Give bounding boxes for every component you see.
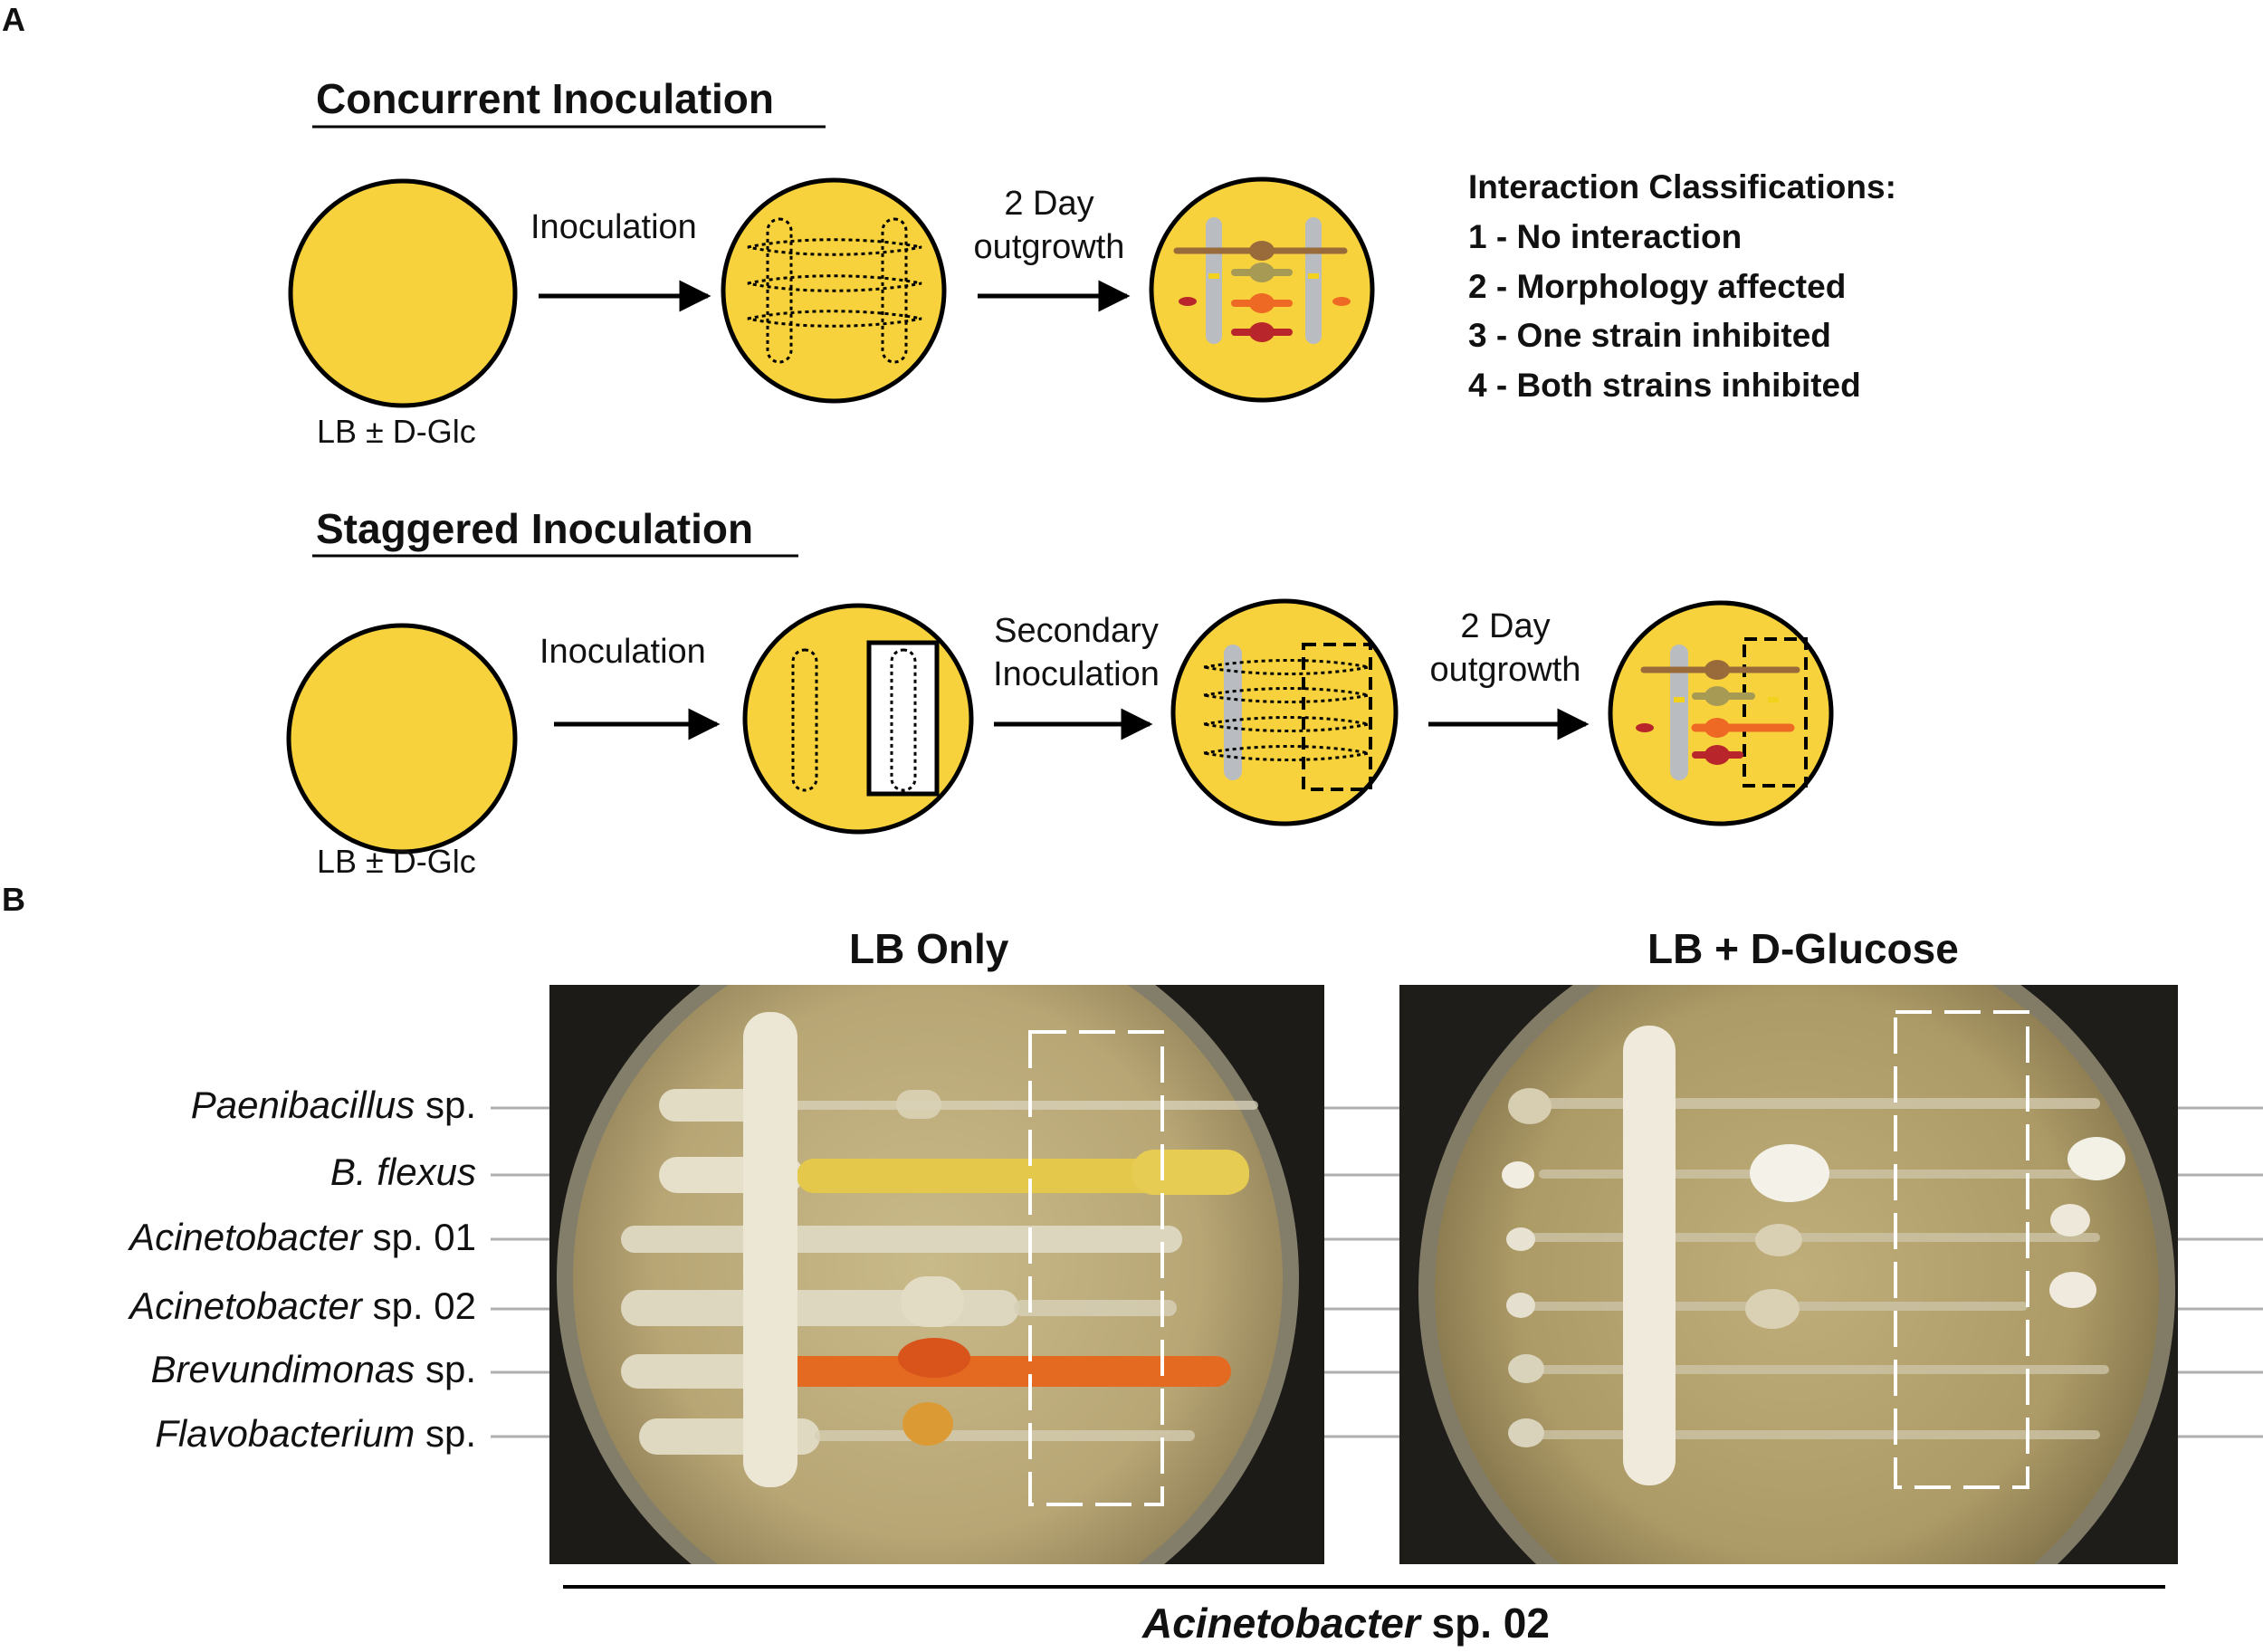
- panel-a-schematic: [286, 125, 1834, 855]
- species-suffix: sp. 02: [361, 1284, 476, 1327]
- concurrent-step-outgrowth-line1: 2 Day: [1004, 185, 1094, 223]
- staggered-step-secondary: Secondary Inoculation: [981, 610, 1171, 696]
- species-name: Acinetobacter: [129, 1216, 362, 1258]
- staggered-step-secondary-line1: Secondary: [994, 612, 1159, 650]
- legend-item-4: 4 - Both strains inhibited: [1468, 367, 1861, 404]
- species-suffix: sp.: [415, 1084, 476, 1126]
- species-guide-lines: [491, 1106, 2263, 1438]
- lb-glucose-title-d: D: [1750, 925, 1781, 972]
- species-suffix: sp.: [415, 1348, 476, 1390]
- staggered-media-label: LB ± D-Glc: [317, 843, 476, 880]
- plate-outgrowth-staggered: [1608, 600, 1834, 826]
- species-suffix: sp.: [415, 1412, 476, 1455]
- dashed-box-lb-only: [1028, 1030, 1164, 1506]
- photo-lb-glucose: [1399, 985, 2178, 1564]
- plate-secondary-staggered: [1170, 598, 1399, 826]
- species-label-b-flexus: B. flexus: [330, 1153, 476, 1191]
- legend-item-1: 1 - No interaction: [1468, 217, 1743, 255]
- staggered-step-secondary-line2: Inoculation: [993, 654, 1160, 693]
- concurrent-media-label: LB ± D-Glc: [317, 413, 476, 450]
- lb-glucose-title-suffix: -Glucose: [1780, 925, 1959, 972]
- species-name: Brevundimonas: [150, 1348, 415, 1390]
- footer-label: Acinetobacter sp. 02: [1142, 1602, 1550, 1644]
- dashed-box-lb-glucose: [1894, 1010, 2029, 1489]
- photo-lb-only: [549, 985, 1324, 1564]
- lb-glucose-title-prefix: LB +: [1647, 925, 1751, 972]
- species-label-paenibacillus: Paenibacillus sp.: [191, 1086, 476, 1124]
- legend-item-2: 2 - Morphology affected: [1468, 267, 1847, 305]
- concurrent-step-outgrowth-line2: outgrowth: [973, 227, 1125, 266]
- species-name: Acinetobacter: [129, 1284, 362, 1327]
- plate-empty-staggered: [286, 623, 518, 855]
- staggered-step-outgrowth-line2: outgrowth: [1429, 650, 1581, 689]
- staggered-step-inoculation: Inoculation: [539, 633, 706, 671]
- plate-outgrowth-concurrent: [1149, 177, 1375, 403]
- lb-glucose-title: LB + D-Glucose: [1647, 928, 1959, 969]
- interaction-legend: Interaction Classifications: 1 - No inte…: [1468, 163, 1896, 411]
- species-label-flavobacterium: Flavobacterium sp.: [155, 1415, 476, 1453]
- species-label-brevundimonas: Brevundimonas sp.: [150, 1351, 476, 1389]
- species-label-acinetobacter-01: Acinetobacter sp. 01: [129, 1218, 476, 1256]
- concurrent-step-inoculation: Inoculation: [530, 208, 697, 246]
- legend-item-3: 3 - One strain inhibited: [1468, 317, 1831, 355]
- plate-inoculated-staggered: [742, 603, 974, 835]
- footer-suffix: sp. 02: [1419, 1599, 1550, 1647]
- footer-name: Acinetobacter: [1142, 1599, 1420, 1647]
- species-name: Flavobacterium: [155, 1412, 415, 1455]
- panel-letter-b: B: [2, 881, 25, 918]
- lb-only-title: LB Only: [849, 925, 1009, 972]
- concurrent-step-outgrowth: 2 Day outgrowth: [969, 183, 1130, 269]
- species-name: B. flexus: [329, 1151, 476, 1193]
- species-name: Paenibacillus: [190, 1084, 415, 1126]
- staggered-step-outgrowth: 2 Day outgrowth: [1419, 606, 1591, 692]
- species-label-acinetobacter-02: Acinetobacter sp. 02: [129, 1287, 476, 1325]
- plate-empty-concurrent: [288, 178, 518, 408]
- plate-inoculated-concurrent: [721, 177, 947, 404]
- concurrent-title: Concurrent Inoculation: [316, 75, 774, 122]
- staggered-step-outgrowth-line1: 2 Day: [1460, 607, 1551, 645]
- panel-letter-a: A: [2, 1, 25, 38]
- species-suffix: sp. 01: [361, 1216, 476, 1258]
- legend-title: Interaction Classifications:: [1468, 168, 1896, 205]
- staggered-title: Staggered Inoculation: [316, 505, 754, 552]
